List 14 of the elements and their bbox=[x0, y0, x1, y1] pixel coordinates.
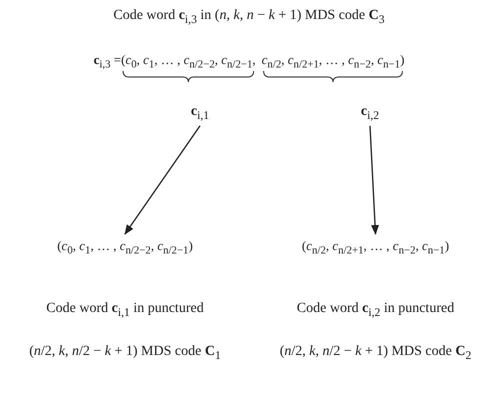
equation-part: c$_{i,3}$ = bbox=[94, 52, 122, 67]
code-parameters: (n/2, k, n/2 − k + 1) MDS code C$_{1}$ bbox=[29, 344, 221, 360]
arrow bbox=[369, 126, 380, 235]
codeword-tuple: (c$_{n/2}$, c$_{n/2+1}$, … , c$_{n−2}$, c$_{n−1}$) bbox=[302, 238, 450, 253]
code-parameters: (n/2, k, n/2 − k + 1) MDS code C$_{2}$ bbox=[280, 344, 472, 360]
codeword-description: Code word c$_{i,1}$ in punctured bbox=[46, 300, 204, 316]
equation-part: c$_{n/2}$, c$_{n/2+1}$, … , c$_{n−2}$, c$_{n−1}$) bbox=[262, 52, 404, 67]
equation-part: (c$_{0}$, c$_{1}$, … , c$_{n/2−2}$, c$_{n/2−1}$, bbox=[121, 52, 256, 67]
codeword-tuple: (c$_{0}$, c$_{1}$, … , c$_{n/2−2}$, c$_{n/2−1}$) bbox=[57, 238, 193, 253]
brace-label: c$_{i,2}$ bbox=[360, 104, 380, 119]
brace-label: c$_{i,1}$ bbox=[190, 104, 210, 119]
arrow bbox=[124, 125, 201, 235]
codeword-description: Code word c$_{i,2}$ in punctured bbox=[296, 300, 454, 316]
diagram-title: Code word c$_{i,3}$ in (n, k, n − k + 1) MDS code C$_{3}$ bbox=[113, 8, 385, 23]
